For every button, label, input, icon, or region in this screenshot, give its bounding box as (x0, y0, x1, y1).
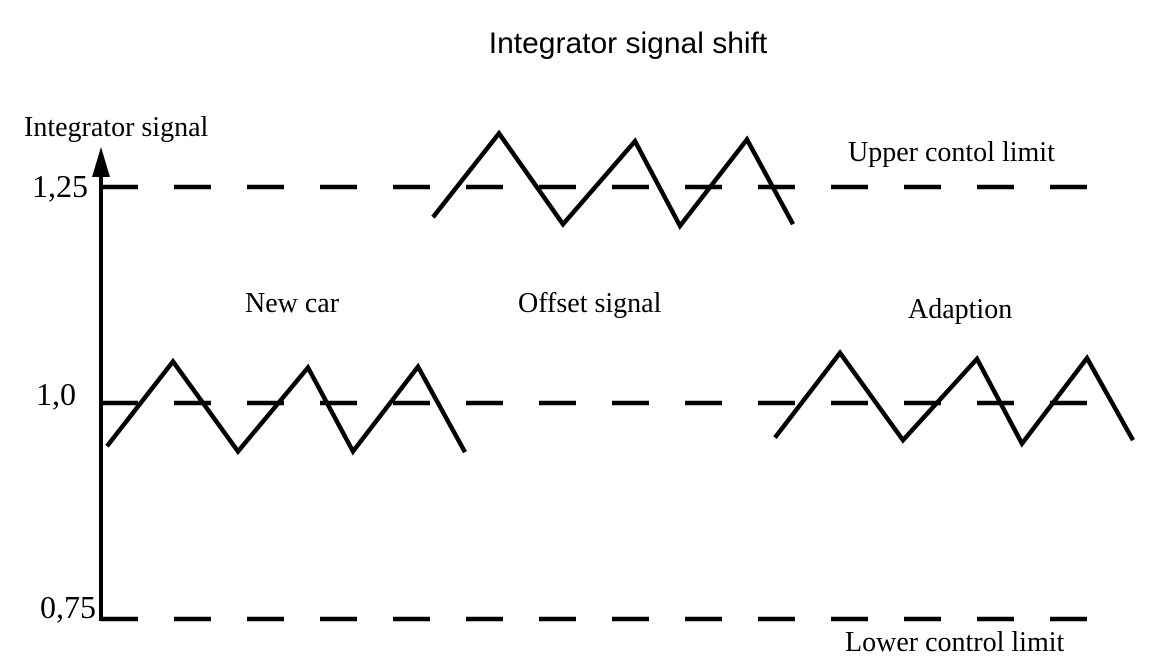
y-axis-label: Integrator signal (24, 112, 209, 143)
chart-title: Integrator signal shift (488, 27, 768, 60)
axis-arrow-up-icon (92, 147, 110, 177)
signal-polylines (105, 129, 1135, 456)
control-limit-lines (101, 184, 1090, 622)
signal-new-car (105, 357, 467, 456)
upper-control-limit-label: Upper contol limit (848, 137, 1055, 168)
signal-adaption (773, 349, 1135, 448)
lower-control-limit-label: Lower control limit (845, 627, 1065, 658)
y-axis (92, 147, 110, 621)
y-tick-label-0-75: 0,75 (40, 589, 96, 625)
signal-offset-signal (431, 129, 795, 231)
series-label-new-car: New car (245, 288, 340, 319)
series-label-offset-signal: Offset signal (518, 288, 662, 319)
series-label-adaption: Adaption (908, 294, 1013, 325)
y-tick-label-1-25: 1,25 (32, 168, 88, 204)
y-tick-label-1-0: 1,0 (36, 376, 76, 412)
